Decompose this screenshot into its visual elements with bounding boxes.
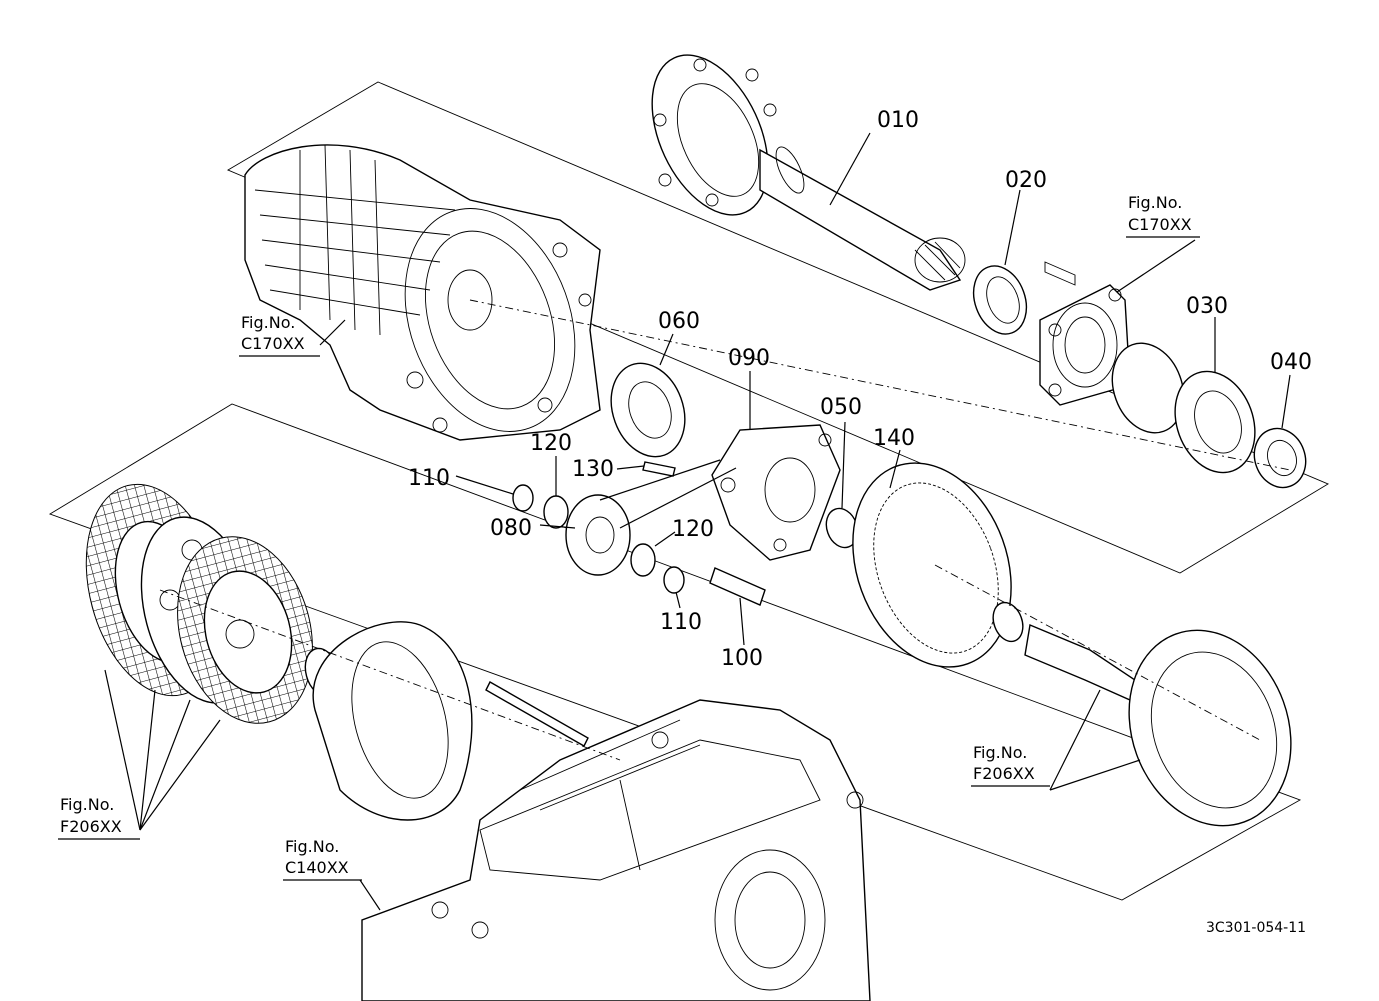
part-label-060: 060 xyxy=(658,309,700,334)
transmission-case xyxy=(361,699,871,1001)
planet-gear-080 xyxy=(565,494,631,576)
part-label-120-lower: 120 xyxy=(672,517,714,542)
ring-gear-140 xyxy=(852,462,1012,668)
sun-gear-shaft xyxy=(1024,624,1136,701)
snap-ring xyxy=(992,601,1024,643)
svg-text:Fig.No.: Fig.No. xyxy=(973,743,1027,762)
brake-disc-inner xyxy=(177,536,313,724)
needle-bearing-120-upper xyxy=(543,495,569,529)
axle-shaft-010 xyxy=(651,54,966,291)
brake-rod xyxy=(485,681,589,747)
part-label-110-lower: 110 xyxy=(660,610,702,635)
part-label-140: 140 xyxy=(873,426,915,451)
centerline-lower xyxy=(159,589,621,761)
part-label-080: 080 xyxy=(490,516,532,541)
svg-text:C170XX: C170XX xyxy=(1128,215,1192,234)
fig-ref-c170-left: Fig.No. C170XX xyxy=(239,313,320,357)
o-ring xyxy=(1111,342,1185,434)
part-label-030: 030 xyxy=(1186,294,1228,319)
brake-cover-plate xyxy=(312,621,473,821)
oil-seal-020 xyxy=(972,265,1028,335)
nut-040 xyxy=(1253,427,1307,489)
shaft-100 xyxy=(709,567,766,606)
upper-group-outline xyxy=(226,81,1329,574)
svg-text:Fig.No.: Fig.No. xyxy=(285,837,339,856)
fig-ref-c170-right: Fig.No. C170XX xyxy=(1126,193,1200,238)
part-label-010: 010 xyxy=(877,108,919,133)
bearing-060 xyxy=(610,362,686,458)
centerline-right xyxy=(934,564,1261,741)
fig-ref-f206-left: Fig.No. F206XX xyxy=(58,795,140,840)
washer-110-lower xyxy=(663,566,685,594)
brake-plate-right xyxy=(1128,629,1292,827)
fig-ref-c140: Fig.No. C140XX xyxy=(283,837,362,881)
svg-text:C140XX: C140XX xyxy=(285,858,349,877)
svg-text:Fig.No.: Fig.No. xyxy=(60,795,114,814)
svg-text:C170XX: C170XX xyxy=(241,334,305,353)
transmission-housing xyxy=(244,144,601,441)
part-label-100: 100 xyxy=(721,646,763,671)
centerline-upper xyxy=(469,299,1291,471)
svg-text:Fig.No.: Fig.No. xyxy=(1128,193,1182,212)
part-label-130: 130 xyxy=(572,457,614,482)
part-label-020: 020 xyxy=(1005,168,1047,193)
svg-text:F206XX: F206XX xyxy=(60,817,122,836)
svg-text:Fig.No.: Fig.No. xyxy=(241,313,295,332)
part-label-050: 050 xyxy=(820,395,862,420)
svg-text:F206XX: F206XX xyxy=(973,764,1035,783)
document-number: 3C301-054-11 xyxy=(1206,920,1306,936)
washer-110-upper xyxy=(512,484,534,512)
part-label-110-upper: 110 xyxy=(408,466,450,491)
leader-lines xyxy=(104,132,1291,911)
part-label-090: 090 xyxy=(728,346,770,371)
part-label-120-upper: 120 xyxy=(530,431,572,456)
bearing-030 xyxy=(1174,370,1256,474)
pin-130 xyxy=(642,461,676,477)
fig-ref-f206-right: Fig.No. F206XX xyxy=(971,743,1050,787)
needle-bearing-120-lower xyxy=(630,543,656,577)
part-label-040: 040 xyxy=(1270,350,1312,375)
planet-carrier-090 xyxy=(711,424,841,561)
